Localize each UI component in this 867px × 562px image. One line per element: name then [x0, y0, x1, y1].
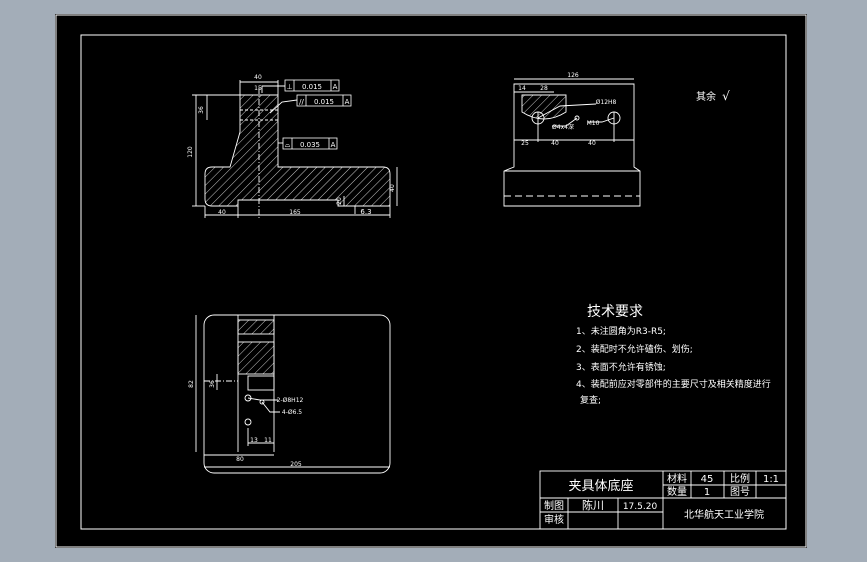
sheet-inner-border	[80, 34, 787, 530]
tb-part-name: 夹具体底座	[568, 478, 633, 494]
top-hatch-1	[237, 319, 275, 335]
top-hole-2	[244, 418, 252, 426]
top-leader-holes	[247, 397, 278, 401]
dim-front-base-left: 40	[218, 209, 226, 216]
dim-front-step: 15	[254, 85, 262, 92]
dim-front-base-thick: 20	[336, 197, 343, 205]
side-hole-center	[574, 115, 580, 121]
dim-top-b2: 11	[264, 437, 272, 444]
roughness-note: 其余 √	[696, 89, 730, 103]
dim-front-left-height: 36	[198, 106, 205, 114]
front-view-profile	[204, 94, 391, 207]
roughness-symbol: √	[722, 89, 730, 103]
tech-item-1: 1、未注圆角为R3-R5;	[576, 325, 666, 337]
tol-3-symbol: ⌓	[285, 141, 291, 149]
tech-item-5: 复查;	[580, 394, 601, 406]
sheet-background	[55, 14, 807, 548]
tolerance-frame-2: // 0.015 A	[296, 94, 352, 107]
side-leader-thread	[588, 117, 615, 123]
tb-qty-label: 数量	[667, 485, 687, 498]
top-leader-thread	[261, 401, 280, 413]
front-view	[192, 80, 398, 220]
tolerance-frame-1: ⊥ 0.015 A	[284, 79, 340, 92]
tb-drawn-name: 陈川	[582, 498, 604, 512]
top-hole-1	[244, 394, 252, 402]
leader-tol-1	[261, 85, 285, 93]
tol-1-symbol: ⊥	[286, 83, 292, 91]
dim-front-base-right: 165	[289, 209, 301, 216]
dim-side-thread: M10	[587, 120, 600, 127]
dim-side-depth: Ø4x4深	[552, 123, 574, 131]
tb-qty-value: 1	[704, 487, 710, 498]
side-section	[521, 94, 567, 120]
dim-top-r: 36	[209, 380, 216, 388]
side-view	[503, 78, 641, 207]
tol-2-symbol: //	[299, 98, 304, 106]
tol-2-value: 0.015	[314, 98, 334, 106]
tb-school: 北华航天工业学院	[684, 508, 764, 521]
top-view-outline	[203, 314, 391, 474]
dim-front-base-height: 40	[389, 184, 396, 192]
dim-front-top-width: 40	[254, 74, 262, 81]
top-slot	[247, 375, 275, 391]
dim-front-roughness: 6.3	[360, 208, 371, 216]
tb-checked-label: 审核	[544, 513, 564, 526]
dim-side-b2: 40	[551, 140, 559, 147]
dim-side-hole: Ø12H8	[596, 99, 617, 106]
tb-drawn-label: 制图	[544, 499, 564, 512]
side-leader-hole	[537, 103, 597, 119]
tech-item-3: 3、表面不允许有锈蚀;	[576, 361, 666, 373]
dim-top-holes: 2-Ø8H12	[277, 397, 304, 404]
dim-top-total: 205	[290, 461, 302, 468]
tol-1-ref: A	[333, 83, 338, 91]
tech-item-4: 4、装配前应对零部件的主要尺寸及相关精度进行	[576, 378, 771, 390]
tech-title: 技术要求	[587, 304, 643, 320]
top-hatch-2	[237, 341, 275, 375]
tol-3-ref: A	[331, 141, 336, 149]
dim-side-b1: 25	[521, 140, 529, 147]
tol-3-value: 0.035	[300, 141, 320, 149]
tech-item-2: 2、装配时不允许磕伤、划伤;	[576, 343, 693, 355]
tb-scale-value: 1:1	[763, 474, 779, 485]
dim-top-thread: 4-Ø6.5	[282, 409, 302, 416]
dim-front-total-height: 120	[187, 146, 194, 158]
tb-material-label: 材料	[667, 472, 687, 485]
dim-side-r2: 28	[540, 85, 548, 92]
sheet-outer-border	[55, 14, 807, 548]
tb-material-value: 45	[701, 474, 714, 485]
title-block	[539, 470, 787, 530]
tolerance-frame-3: ⌓ 0.035 A	[282, 137, 338, 150]
side-leader-depth	[552, 117, 578, 127]
tol-2-ref: A	[345, 98, 350, 106]
dim-top-b1: 13	[250, 437, 258, 444]
tb-scale-label: 比例	[730, 472, 750, 485]
dim-top-left: 80	[236, 456, 244, 463]
tech-requirements: 技术要求 1、未注圆角为R3-R5; 2、装配时不允许磕伤、划伤; 3、表面不允…	[576, 304, 771, 406]
tol-1-value: 0.015	[302, 83, 322, 91]
dim-side-width: 126	[567, 72, 579, 79]
dim-side-r1: 14	[518, 85, 526, 92]
leader-tol-2	[269, 99, 298, 114]
tb-drawing-no-label: 图号	[730, 486, 750, 498]
dim-top-height: 82	[188, 380, 195, 388]
dim-side-b3: 40	[588, 140, 596, 147]
side-view-profile	[503, 83, 641, 207]
top-view	[195, 314, 391, 474]
roughness-label: 其余	[696, 90, 716, 103]
tb-drawn-date: 17.5.20	[623, 502, 658, 512]
